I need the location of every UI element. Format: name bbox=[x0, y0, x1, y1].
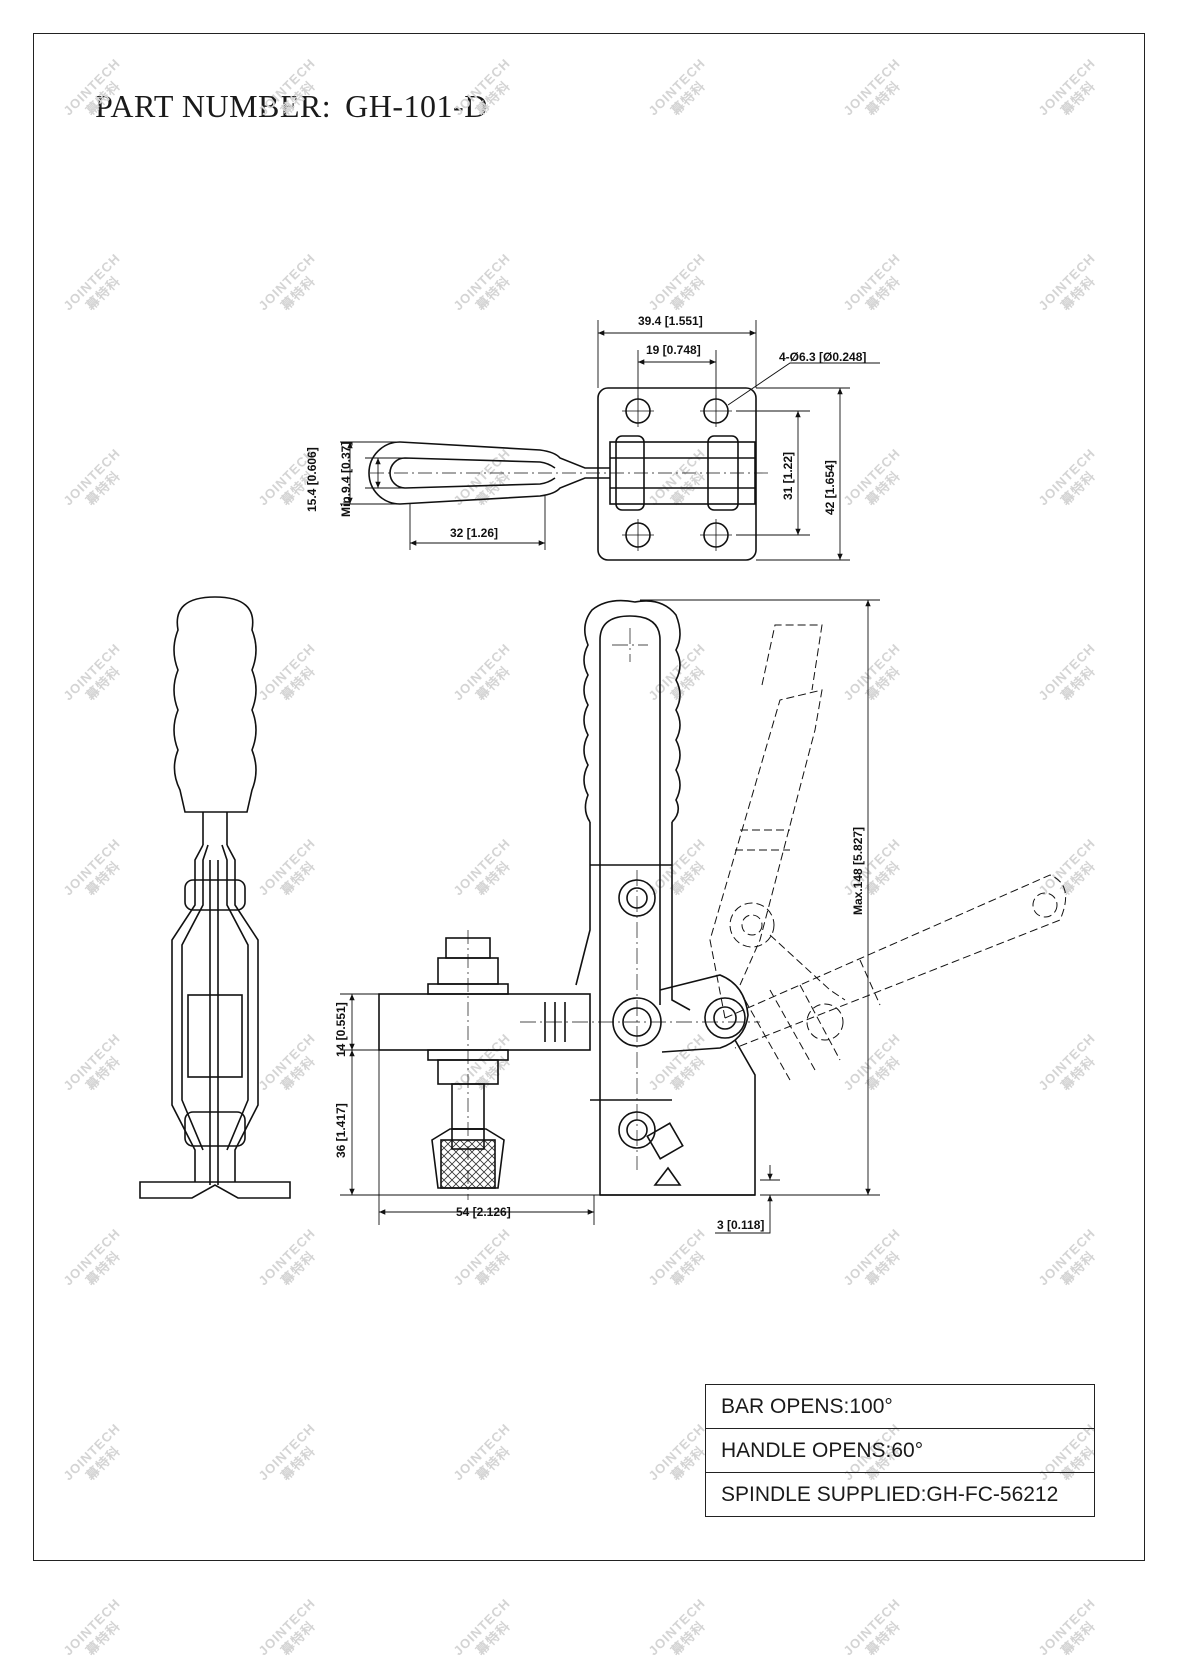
note-spindle-supplied: SPINDLE SUPPLIED:GH-FC-56212 bbox=[721, 1483, 1059, 1506]
part-number-value: GH-101-D bbox=[345, 88, 488, 124]
front-view-dimensions bbox=[340, 599, 880, 1234]
top-view bbox=[368, 387, 770, 561]
base-plate bbox=[597, 387, 757, 561]
dim-base-height: 42 [1.654] bbox=[823, 460, 837, 515]
part-number-title: PART NUMBER: GH-101-D bbox=[95, 88, 502, 125]
top-view-dimensions bbox=[340, 320, 880, 561]
dim-hole-dia: 4-Ø6.3 [Ø0.248] bbox=[779, 350, 866, 364]
dim-slot-width: Min.9.4 [0.37] bbox=[339, 442, 353, 517]
dim-bar-thickness: 14 [0.551] bbox=[334, 1002, 348, 1057]
side-view-grip bbox=[173, 596, 257, 813]
notes-table: BAR OPENS:100° HANDLE OPENS:60° SPINDLE … bbox=[705, 1384, 1095, 1517]
dim-hole-pitch-y: 31 [1.22] bbox=[781, 452, 795, 500]
drawing-frame bbox=[33, 33, 1145, 1561]
dim-top-width: 39.4 [1.551] bbox=[638, 314, 703, 328]
dim-slot-length: 32 [1.26] bbox=[450, 526, 498, 540]
spindle bbox=[427, 930, 509, 1200]
dim-hole-pitch-x: 19 [0.748] bbox=[646, 343, 701, 357]
dim-base-thickness: 3 [0.118] bbox=[717, 1218, 764, 1232]
side-view bbox=[139, 596, 291, 1199]
dim-handle-width: 15.4 [0.606] bbox=[305, 447, 319, 512]
centerlines bbox=[520, 628, 760, 1170]
note-handle-opens: HANDLE OPENS:60° bbox=[706, 1429, 1094, 1473]
dim-spindle-height: 36 [1.417] bbox=[334, 1103, 348, 1158]
dim-max-height: Max.148 [5.827] bbox=[851, 827, 865, 915]
dim-bar-reach: 54 [2.126] bbox=[456, 1205, 511, 1219]
front-view bbox=[378, 599, 756, 1200]
side-view-base bbox=[139, 1181, 291, 1199]
side-view-body bbox=[187, 994, 243, 1078]
note-bar-opens: BAR OPENS:100° bbox=[706, 1385, 1094, 1429]
handle-top bbox=[399, 441, 610, 505]
phantom-positions bbox=[709, 624, 1067, 1081]
handle-grip bbox=[583, 599, 681, 823]
part-number-label: PART NUMBER: bbox=[95, 88, 332, 124]
